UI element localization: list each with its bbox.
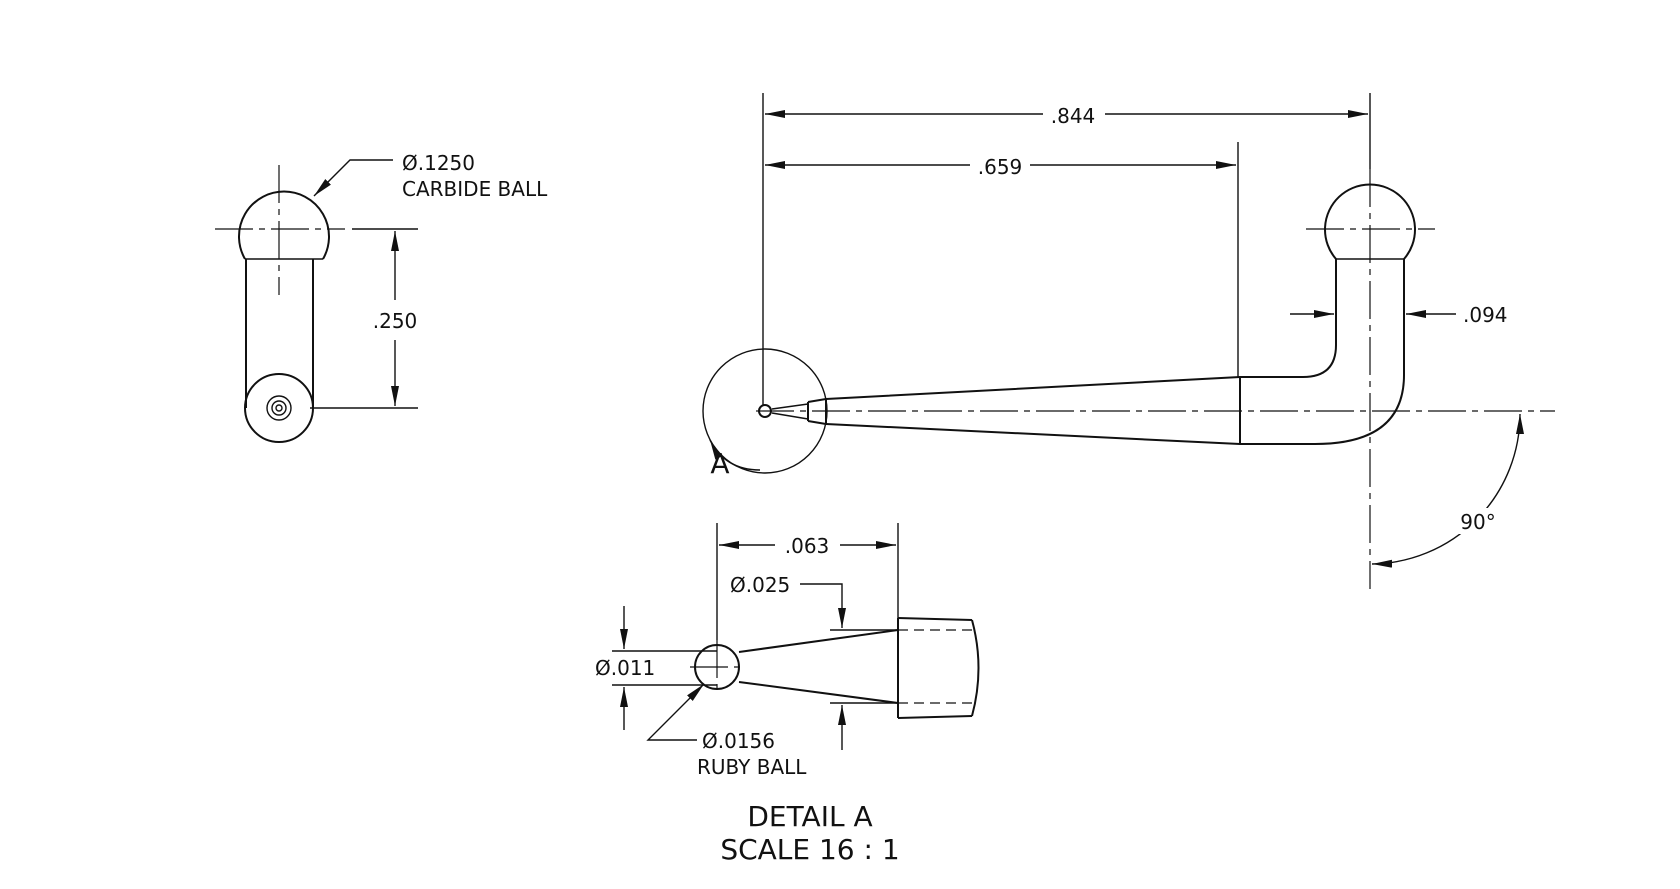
side-view: .250 Ø.1250 CARBIDE BALL (215, 151, 548, 443)
carbide-ball-note: CARBIDE BALL (402, 177, 548, 201)
detail-scale: SCALE 16 : 1 (720, 833, 899, 866)
stylus-body-upper (825, 259, 1337, 400)
stem-diameter-detail: Ø.011 (595, 656, 655, 680)
detail-a-callout: A (710, 447, 729, 480)
height-dimension: .250 (373, 309, 418, 333)
stylus-body-lower (825, 259, 1405, 445)
detail-title: DETAIL A (747, 800, 872, 833)
stem-hub-circle (244, 373, 314, 443)
detail-length-dimension: .063 (785, 534, 830, 558)
stem-diameter-dimension: .094 (1463, 303, 1508, 327)
detail-a-view: .063 Ø.025 Ø.011 Ø.0156 RUBY BALL DETAIL… (595, 523, 980, 866)
ruby-ball-diameter: Ø.0156 (702, 729, 775, 753)
ruby-ball-note: RUBY BALL (697, 755, 807, 779)
tip-diameter-dimension: Ø.025 (730, 573, 790, 597)
angle-dimension: 90° (1460, 510, 1495, 534)
carbide-ball-diameter: Ø.1250 (402, 151, 475, 175)
overall-length-dimension: .844 (1051, 104, 1096, 128)
taper-length-dimension: .659 (978, 155, 1023, 179)
detail-a-circle (702, 348, 828, 474)
front-view: A .844 .659 .094 90° (702, 93, 1555, 589)
carbide-ball-outline (238, 190, 330, 260)
